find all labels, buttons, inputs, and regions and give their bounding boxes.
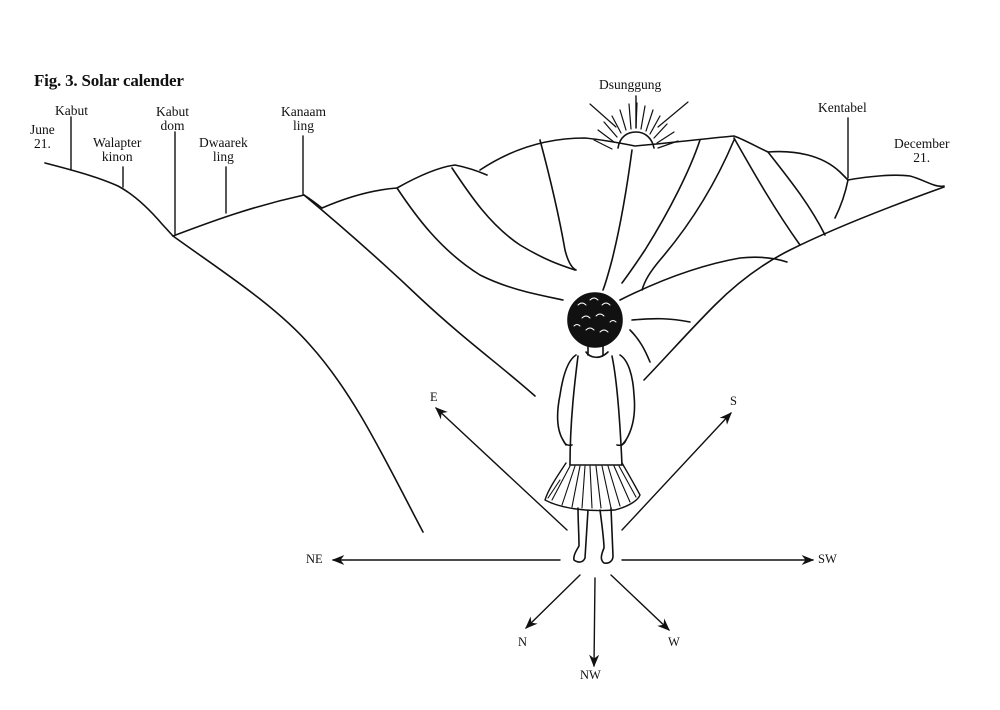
label-kanaam-line1: Kanaam — [281, 104, 326, 119]
compass-ne: NE — [306, 552, 323, 566]
figure-title: Fig. 3. Solar calender — [34, 71, 184, 90]
label-kanaam-line2: ling — [292, 118, 314, 133]
label-kanaam-ling: Kanaam ling — [281, 105, 326, 133]
slope-right-front — [644, 187, 944, 380]
label-kentabel: Kentabel — [818, 101, 867, 115]
slope-left-mid — [304, 195, 535, 396]
compass-e: E — [430, 390, 438, 404]
mountain-center-line4 — [642, 140, 734, 290]
mountain-right-slope — [734, 138, 800, 245]
slope-left-front — [173, 236, 423, 532]
label-dsunggung: Dsunggung — [599, 78, 661, 92]
mountain-center-line1 — [540, 140, 576, 270]
label-kabut-dom-line2: dom — [160, 118, 185, 133]
label-dsunggung-line1: Dsunggung — [599, 77, 662, 92]
sun-icon — [590, 102, 688, 149]
compass-w: W — [668, 635, 680, 649]
compass-s: S — [730, 394, 737, 408]
ridge-left-2 — [173, 195, 322, 236]
label-kabut: Kabut — [55, 104, 88, 118]
label-walapter-line2: kinon — [101, 149, 133, 164]
mountain-center — [480, 136, 944, 186]
ridge-left — [45, 163, 173, 236]
label-kabut-line1: Kabut — [55, 103, 88, 118]
compass-sw: SW — [818, 552, 837, 566]
label-walapter-line1: Walapter — [93, 135, 142, 150]
pointer-lines — [71, 96, 848, 234]
label-june: June 21. — [30, 123, 55, 151]
mountain-center-line2 — [603, 150, 632, 290]
person-figure — [545, 292, 640, 563]
label-kabut-dom: Kabut dom — [156, 105, 189, 133]
compass-nw: NW — [580, 668, 601, 682]
label-december-line1: December — [894, 136, 950, 151]
slope-right-mid — [620, 257, 787, 300]
ridge-mid — [322, 165, 487, 208]
label-dwaarek-line1: Dwaarek — [199, 135, 248, 150]
compass-arrows — [331, 407, 815, 668]
valley-curve — [632, 319, 690, 322]
label-kabut-dom-line1: Kabut — [156, 104, 189, 119]
mountain-right-slope3 — [835, 180, 848, 218]
label-june-line1: June — [30, 122, 55, 137]
compass-n: N — [518, 635, 528, 649]
mountain-center-line3 — [622, 140, 700, 283]
ridge-mid-inner2 — [452, 168, 575, 270]
ridge-mid-inner — [397, 188, 563, 300]
label-dwaarek-line2: ling — [212, 149, 234, 164]
label-december: December 21. — [894, 137, 949, 165]
label-june-line2: 21. — [33, 136, 51, 151]
mountain-right-slope2 — [768, 152, 825, 235]
valley-curve2 — [630, 330, 650, 362]
label-walapter-kinon: Walapter kinon — [93, 136, 141, 164]
label-kentabel-line1: Kentabel — [818, 100, 867, 115]
label-dwaarek-ling: Dwaarek ling — [199, 136, 248, 164]
label-december-line2: 21. — [913, 150, 931, 165]
